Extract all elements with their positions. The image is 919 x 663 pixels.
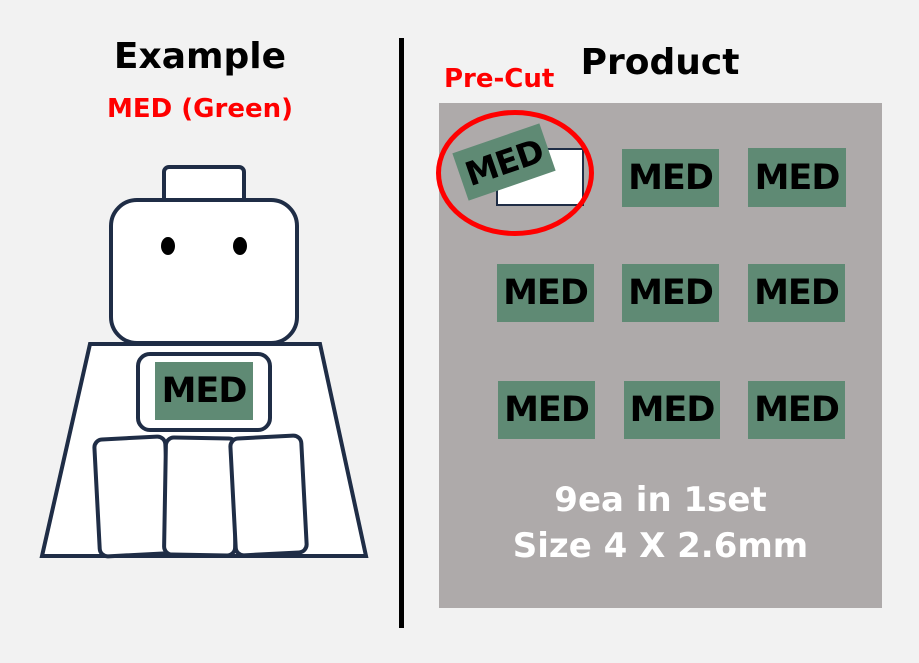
sticker-1-3: MED <box>748 148 846 207</box>
minifigure-block-right <box>228 433 309 558</box>
info-set-count: 9ea in 1set <box>554 480 767 520</box>
precut-highlight-circle <box>436 110 594 236</box>
minifigure-illustration: MED <box>39 165 369 559</box>
example-title: Example <box>113 36 287 77</box>
sticker-2-1: MED <box>497 264 594 322</box>
precut-label: Pre-Cut <box>444 64 555 94</box>
sticker-3-1: MED <box>498 381 595 439</box>
product-title: Product <box>580 42 740 83</box>
sticker-3-2: MED <box>624 381 720 439</box>
minifigure-eye-left <box>161 237 175 255</box>
minifigure-block-middle <box>162 435 239 558</box>
example-subtitle: MED (Green) <box>107 94 293 124</box>
sticker-1-2: MED <box>622 149 719 207</box>
minifigure-head <box>109 198 299 345</box>
sticker-3-3: MED <box>748 381 845 439</box>
sticker-2-3: MED <box>748 264 845 322</box>
chest-sticker-label: MED <box>162 371 247 411</box>
minifigure-block-left <box>92 434 173 559</box>
sticker-2-2: MED <box>622 264 719 322</box>
section-divider <box>399 38 404 628</box>
info-size: Size 4 X 2.6mm <box>512 526 809 566</box>
minifigure-eye-right <box>233 237 247 255</box>
minifigure-neck <box>162 165 246 205</box>
chest-sticker <box>155 362 253 420</box>
